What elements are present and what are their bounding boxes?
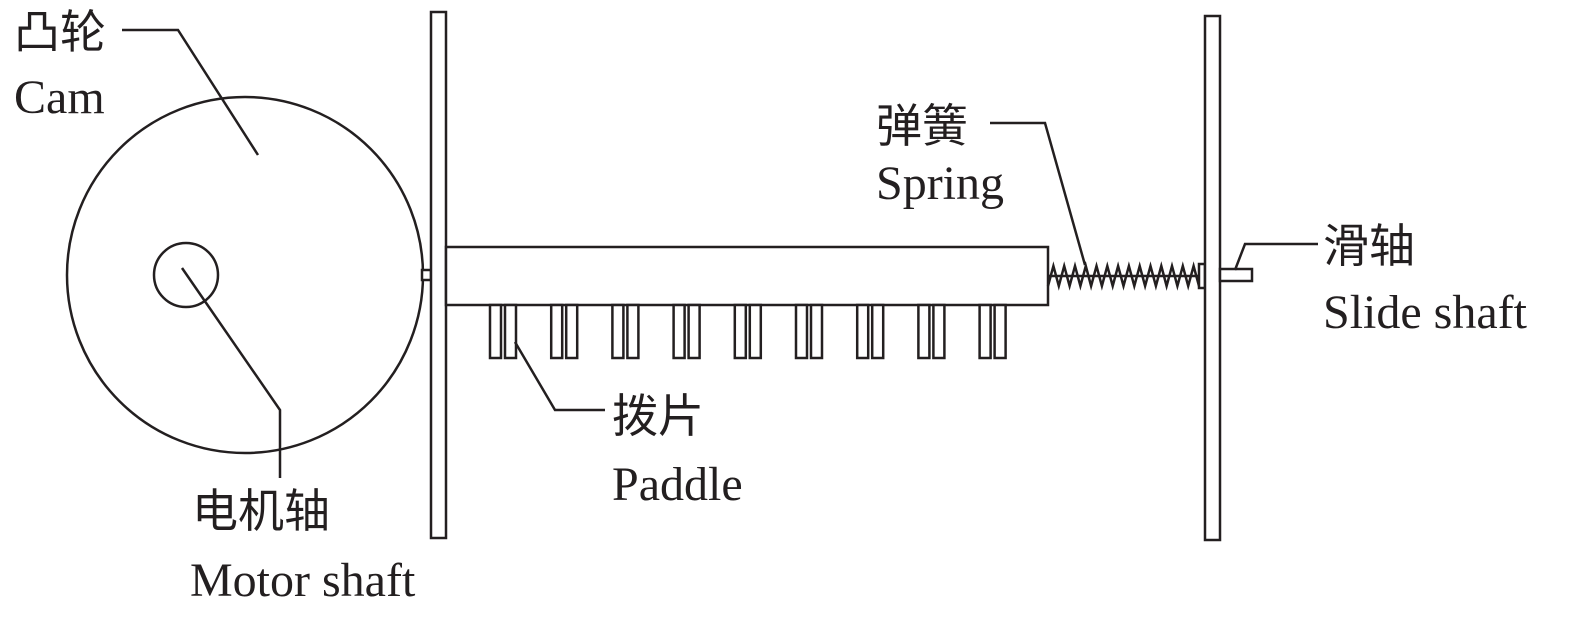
cam-disc <box>65 95 425 455</box>
paddle-leader-line <box>513 341 605 412</box>
paddle-fin <box>917 303 931 360</box>
paddle-fin <box>626 303 640 360</box>
cam-stub <box>420 268 433 282</box>
cam-label-en: Cam <box>14 71 105 124</box>
paddle-label-zh: 拨片 <box>612 391 704 442</box>
motor-shaft-label-en: Motor shaft <box>190 554 416 607</box>
spring-label-zh: 弹簧 <box>876 101 968 152</box>
paddle-label-en: Paddle <box>612 458 743 511</box>
paddle-fin <box>687 303 701 360</box>
spring-leader-line <box>990 121 1087 266</box>
left-plate <box>429 10 448 540</box>
cam-label-zh: 凸轮 <box>14 7 106 58</box>
paddle-fin <box>794 303 809 360</box>
paddle-fin <box>870 303 885 360</box>
paddle-fin <box>672 303 686 360</box>
slider-bar <box>444 245 1050 307</box>
paddle-fin <box>978 303 992 360</box>
paddle-fin <box>993 303 1007 360</box>
paddle-fin <box>748 303 763 360</box>
right-plate <box>1203 14 1222 542</box>
paddle-fin <box>488 303 503 360</box>
paddle-fin <box>855 303 870 360</box>
paddle-fin <box>611 303 625 360</box>
paddle-fin <box>564 303 579 360</box>
slide-shaft-label-zh: 滑轴 <box>1323 221 1415 272</box>
slide-shaft-leader-line <box>1233 242 1318 271</box>
paddle-group <box>488 303 1007 360</box>
motor-shaft-leader-line <box>180 267 282 478</box>
slide-shaft-label-en: Slide shaft <box>1323 286 1528 339</box>
paddle-fin <box>809 303 824 360</box>
motor-shaft-circle <box>152 241 220 309</box>
cam-leader-line <box>122 28 260 156</box>
paddle-fin <box>932 303 946 360</box>
spring-label-en: Spring <box>876 157 1004 210</box>
paddle-fin <box>733 303 748 360</box>
paddle-fin <box>503 303 518 360</box>
motor-shaft-label-zh: 电机轴 <box>192 486 330 537</box>
slide-shaft <box>1218 267 1254 283</box>
spring-coil <box>1046 261 1201 291</box>
spring-zigzag <box>1046 261 1201 291</box>
paddle-fin <box>549 303 564 360</box>
